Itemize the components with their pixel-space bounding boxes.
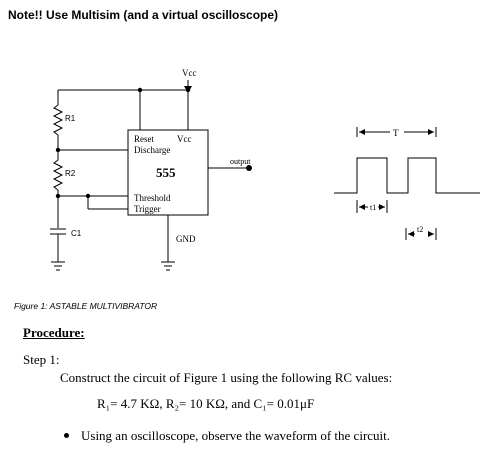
vcc-pin-label: Vcc xyxy=(177,134,192,144)
step-label: Step 1: xyxy=(23,352,60,367)
bullet-text: Using an oscilloscope, observe the wavef… xyxy=(81,428,391,443)
rc-values: R₁= 4.7 KΩ, R₂= 10 KΩ, and C₁= 0.01μF xyxy=(97,396,315,411)
figure-caption: Figure 1: ASTABLE MULTIVIBRATOR xyxy=(14,301,158,311)
output-label: output xyxy=(230,157,251,166)
step-instruction: Construct the circuit of Figure 1 using … xyxy=(60,370,393,385)
discharge-label: Discharge xyxy=(134,145,170,155)
r1-label: R1 xyxy=(65,114,76,123)
bullet-item: Using an oscilloscope, observe the wavef… xyxy=(64,428,390,444)
chip-555-label: 555 xyxy=(156,165,176,180)
vcc-top-label: Vcc xyxy=(182,68,197,78)
r2-resistor xyxy=(52,159,64,191)
r2-label: R2 xyxy=(65,169,76,178)
bullet-icon xyxy=(64,432,69,438)
astable-circuit-figure: Vcc Reset Vcc Discharge 555 Threshold Tr… xyxy=(50,68,480,271)
t2-label: t2 xyxy=(417,225,423,234)
output-node xyxy=(246,165,252,171)
period-label: T xyxy=(393,128,399,138)
trigger-label: Trigger xyxy=(134,204,161,214)
c1-label: C1 xyxy=(71,229,82,238)
threshold-label: Threshold xyxy=(134,193,171,203)
procedure-heading: Procedure: xyxy=(23,325,85,340)
gnd-label: GND xyxy=(176,234,196,244)
r1-resistor xyxy=(52,104,64,136)
t1-label: t1 xyxy=(370,203,376,212)
reset-label: Reset xyxy=(134,134,154,144)
note-heading: Note!! Use Multisim (and a virtual oscil… xyxy=(8,8,279,22)
square-wave xyxy=(334,157,480,194)
